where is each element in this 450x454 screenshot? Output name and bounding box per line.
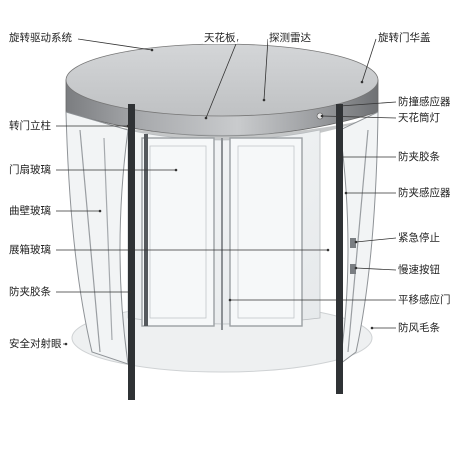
label-anti-pinch-sensor: 防夹感应器 — [397, 187, 450, 199]
label-anti-pinch-strip-left: 防夹胶条 — [8, 286, 52, 298]
leader-ceiling-panel — [205, 38, 239, 119]
leader-anti-pinch-sensor-dot — [344, 191, 348, 195]
emergency-stop-button — [350, 238, 356, 248]
label-slow-speed-button: 慢速按钮 — [397, 264, 441, 276]
label-rotary-drive-system: 旋转驱动系统 — [8, 32, 73, 44]
leader-anti-pinch-strip-left-dot — [128, 290, 132, 294]
leader-door-canopy-dot — [360, 80, 364, 84]
left-curved-wall — [65, 111, 129, 365]
canopy-top — [65, 43, 379, 117]
label-door-post: 转门立柱 — [8, 120, 52, 132]
door-wing-right-inner — [237, 145, 295, 319]
label-showcase-glass: 展箱玻璃 — [8, 244, 52, 256]
leader-door-canopy — [361, 38, 377, 83]
leader-slow-speed-button-dot — [354, 266, 358, 270]
leader-anti-pinch-strip-right-dot — [338, 155, 342, 159]
leader-ceiling-light — [321, 115, 397, 119]
door-wing-left — [141, 137, 215, 327]
leader-showcase-glass-dot — [326, 248, 330, 252]
door-wing-left-inner — [149, 145, 207, 319]
leader-detection-radar-dot — [262, 98, 266, 102]
left-wall-frame-mid — [103, 137, 113, 341]
label-safety-beam-sensor: 安全对射眼 — [8, 338, 63, 350]
label-ceiling-light: 天花筒灯 — [397, 112, 441, 124]
label-anti-collision-sensor: 防撞感应器 — [397, 96, 450, 108]
leader-safety-beam-sensor-dot — [64, 342, 68, 346]
label-emergency-stop: 紧急停止 — [397, 232, 441, 244]
door-wing-right — [229, 137, 303, 327]
leader-ceiling-panel-dot — [204, 116, 208, 120]
leader-emergency-stop-dot — [354, 240, 358, 244]
leader-sliding-sensor-door-dot — [228, 298, 232, 302]
label-door-canopy: 旋转门华盖 — [377, 32, 432, 44]
label-detection-radar: 探测雷达 — [268, 32, 312, 44]
leader-detection-radar — [263, 38, 269, 101]
right-curved-wall — [339, 111, 379, 366]
label-door-wing-glass: 门扇玻璃 — [8, 164, 52, 176]
door-post-left — [128, 104, 135, 400]
leader-windproof-brush-dot — [370, 326, 374, 330]
label-anti-pinch-strip-right: 防夹胶条 — [397, 151, 441, 163]
leader-anti-collision-sensor — [339, 101, 397, 107]
label-ceiling-panel: 天花板 — [203, 32, 237, 44]
leader-door-post-dot — [126, 124, 130, 128]
label-sliding-sensor-door: 平移感应门 — [397, 294, 450, 306]
label-windproof-brush: 防风毛条 — [397, 322, 441, 334]
leader-slow-speed-button — [355, 267, 397, 271]
door-post-right — [336, 104, 343, 394]
label-curved-wall-glass: 曲壁玻璃 — [8, 205, 52, 217]
leader-emergency-stop — [355, 237, 397, 243]
leader-door-wing-glass-dot — [174, 168, 178, 172]
door-post-right-front — [144, 134, 148, 326]
leader-rotary-drive-system — [77, 38, 153, 51]
right-wall-frame-inner — [347, 129, 369, 353]
left-wall-frame-inner — [79, 129, 101, 353]
leader-anti-collision-sensor-dot — [338, 104, 342, 108]
slow-speed-button — [350, 264, 356, 274]
leader-ceiling-light-dot — [320, 114, 324, 118]
leader-curved-wall-glass-dot — [98, 209, 102, 213]
leader-rotary-drive-system-dot — [150, 48, 154, 52]
